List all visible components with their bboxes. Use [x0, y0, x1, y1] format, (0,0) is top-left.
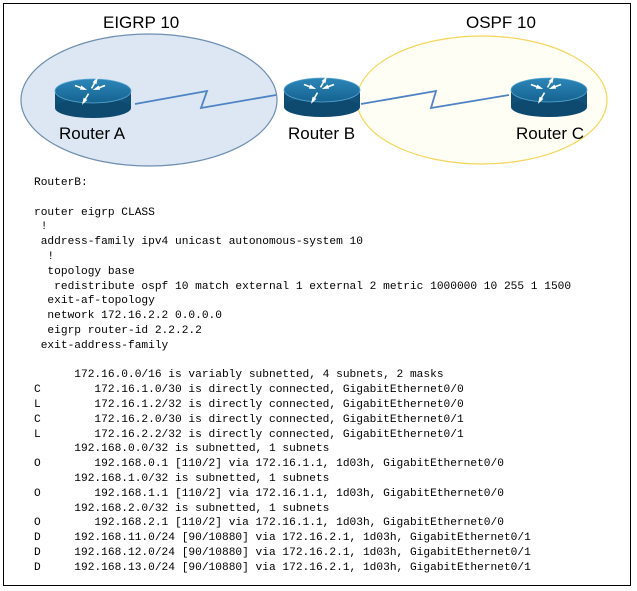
config-blank-line — [34, 354, 571, 369]
router-a-label: Router A — [59, 124, 126, 143]
figure-frame: EIGRP 10 OSPF 10 Router A Router B Route… — [3, 3, 631, 586]
config-line: O 192.168.1.1 [110/2] via 172.16.1.1, 1d… — [34, 487, 504, 500]
router-c-label: Router C — [516, 124, 585, 143]
config-line: RouterB: — [34, 177, 88, 189]
config-line: 192.168.1.0/32 is subnetted, 1 subnets — [34, 472, 330, 485]
eigrp-domain-title: EIGRP 10 — [103, 13, 180, 32]
config-line: 192.168.2.0/32 is subnetted, 1 subnets — [34, 502, 330, 515]
eigrp-domain-area — [20, 33, 278, 167]
config-line: D 192.168.12.0/24 [90/10880] via 172.16.… — [34, 546, 531, 559]
router-b-label: Router B — [288, 124, 356, 143]
network-topology-diagram — [20, 33, 608, 167]
router-a-icon — [54, 76, 132, 118]
config-line: exit-af-topology — [34, 295, 155, 308]
config-line: 172.16.0.0/16 is variably subnetted, 4 s… — [34, 369, 444, 382]
router-b-icon — [283, 75, 361, 117]
ospf-domain-title: OSPF 10 — [466, 13, 536, 32]
config-line: ! — [34, 221, 48, 234]
config-line: D 192.168.13.0/24 [90/10880] via 172.16.… — [34, 561, 531, 574]
config-line: L 172.16.2.2/32 is directly connected, G… — [34, 428, 464, 441]
config-line: ! — [34, 250, 55, 263]
serial-link-a-b — [134, 89, 277, 110]
config-line: network 172.16.2.2 0.0.0.0 — [34, 310, 222, 323]
config-line: D 192.168.11.0/24 [90/10880] via 172.16.… — [34, 532, 531, 545]
config-line: address-family ipv4 unicast autonomous-s… — [34, 236, 363, 249]
config-line: topology base — [34, 265, 135, 278]
config-line: C 172.16.1.0/30 is directly connected, G… — [34, 384, 464, 397]
config-line: O 192.168.0.1 [110/2] via 172.16.1.1, 1d… — [34, 458, 504, 471]
config-line: L 172.16.1.2/32 is directly connected, G… — [34, 398, 464, 411]
config-blank-line — [34, 191, 571, 206]
config-line: redistribute ospf 10 match external 1 ex… — [34, 280, 572, 293]
router-c-icon — [510, 75, 588, 117]
config-line: eigrp router-id 2.2.2.2 — [34, 324, 202, 337]
router-b-config-output: RouterB: router eigrp CLASS ! address-fam… — [34, 176, 571, 576]
config-line: O 192.168.2.1 [110/2] via 172.16.1.1, 1d… — [34, 517, 504, 530]
config-line: C 172.16.2.0/30 is directly connected, G… — [34, 413, 464, 426]
serial-link-b-c — [360, 89, 510, 110]
config-line: 192.168.0.0/32 is subnetted, 1 subnets — [34, 443, 330, 456]
config-line: exit-address-family — [34, 339, 169, 352]
config-line: router eigrp CLASS — [34, 206, 155, 219]
